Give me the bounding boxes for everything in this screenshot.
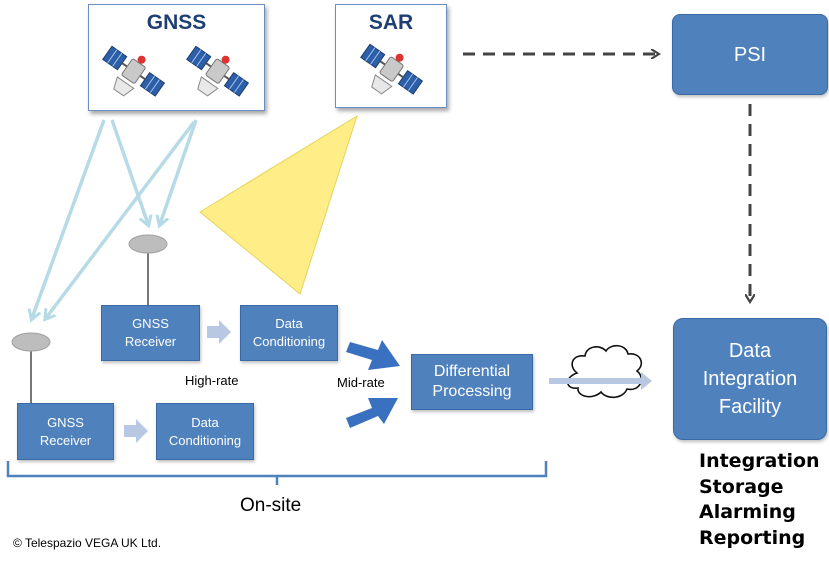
satellite-icon bbox=[360, 43, 424, 95]
cloud-data-arrow bbox=[549, 372, 652, 390]
psi-label: PSI bbox=[733, 43, 767, 66]
gnss-satellite-box: GNSS bbox=[88, 4, 265, 111]
upper-receiver-line-1: GNSS bbox=[132, 316, 169, 331]
differential-processing: Differential Processing bbox=[411, 354, 533, 410]
lower-conditioning-line-2: Conditioning bbox=[168, 432, 242, 448]
facility-line-3: Facility bbox=[718, 396, 782, 418]
high-rate-arrow bbox=[346, 340, 400, 370]
upper-gnss-receiver: GNSS Receiver bbox=[101, 305, 200, 361]
upper-antenna bbox=[128, 234, 168, 306]
network-cloud bbox=[566, 344, 643, 399]
lower-receiver-line-2: Receiver bbox=[39, 432, 92, 448]
lower-data-conditioning: Data Conditioning bbox=[156, 403, 254, 460]
function-storage: Storage bbox=[699, 476, 784, 498]
data-integration-facility: Data Integration Facility bbox=[673, 318, 827, 440]
psi-node: PSI bbox=[672, 14, 828, 95]
upper-conditioning-line-1: Data bbox=[275, 316, 303, 331]
mid-rate-arrow bbox=[346, 398, 398, 428]
gnss-title: GNSS bbox=[146, 11, 207, 34]
sar-satellite-box: SAR bbox=[335, 4, 447, 108]
upper-receiver-line-2: Receiver bbox=[124, 334, 177, 349]
differential-line-2: Processing bbox=[432, 383, 512, 400]
function-integration: Integration bbox=[699, 450, 820, 472]
satellite-icon bbox=[102, 45, 166, 97]
upper-conditioning-line-2: Conditioning bbox=[252, 334, 326, 349]
on-site-label: On-site bbox=[240, 495, 302, 516]
sar-title: SAR bbox=[368, 11, 414, 34]
upper-data-conditioning: Data Conditioning bbox=[240, 305, 338, 361]
differential-line-1: Differential bbox=[433, 363, 511, 380]
upper-link-arrow bbox=[207, 320, 231, 344]
function-reporting: Reporting bbox=[699, 527, 806, 549]
function-alarming: Alarming bbox=[699, 501, 796, 523]
high-rate-label: High-rate bbox=[185, 373, 239, 388]
gnss-signal-lines bbox=[32, 119, 198, 318]
lower-link-arrow bbox=[124, 419, 148, 443]
facility-line-2: Integration bbox=[702, 368, 798, 390]
facility-line-1: Data bbox=[728, 340, 772, 362]
lower-receiver-line-1: GNSS bbox=[47, 414, 84, 430]
sar-beam bbox=[199, 114, 358, 295]
lower-gnss-receiver: GNSS Receiver bbox=[17, 403, 114, 460]
lower-antenna bbox=[11, 332, 51, 404]
lower-conditioning-line-1: Data bbox=[191, 414, 219, 430]
mid-rate-label: Mid-rate bbox=[337, 375, 385, 390]
on-site-bracket bbox=[6, 461, 548, 485]
satellite-icon bbox=[186, 45, 250, 97]
copyright-text: © Telespazio VEGA UK Ltd. bbox=[13, 536, 162, 550]
